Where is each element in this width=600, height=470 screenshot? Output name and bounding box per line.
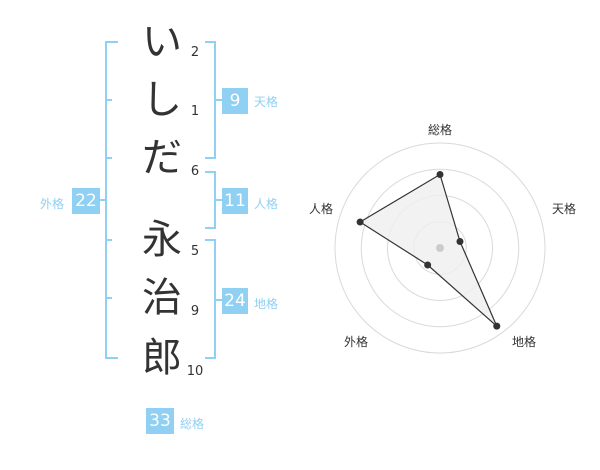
radar-point-1 [436,171,444,178]
radar-dots [356,171,501,330]
stroke-count-6: 10 [186,364,204,379]
name-char-2: し [142,77,182,123]
chikaku-label: 地格 [254,297,279,311]
radar-ring-4 [334,142,546,354]
radar-label-chikaku: 地格 [511,335,536,349]
jinkaku-bracket [205,171,222,229]
tenkaku-label: 天格 [254,95,279,109]
radar-label-tenkaku: 天格 [551,202,576,216]
stroke-count-2: 1 [190,104,200,119]
stroke-count-1: 2 [190,45,200,60]
soukaku-label: 総格 [180,417,205,431]
radar-point-2 [456,238,464,246]
chikaku-badge: 24 [222,288,248,314]
soukaku-badge: 33 [146,408,174,434]
tenkaku-badge: 9 [222,88,248,114]
jinkaku-label: 人格 [254,197,279,211]
name-char-6: 郎 [142,335,182,381]
radar-center-dot [436,244,444,252]
radar-polygon [358,173,498,327]
name-char-1: い [142,19,182,65]
chikaku-bracket [205,239,222,359]
stroke-count-4: 5 [190,244,200,259]
radar-label-gaikaku: 外格 [343,335,368,349]
radar-ring-3 [360,168,520,328]
stroke-count-5: 9 [190,304,200,319]
radar-point-3 [493,322,501,330]
stroke-count-3: 6 [190,164,200,179]
radar-label-soukaku: 総格 [427,123,452,137]
radar-label-jinkaku: 人格 [308,202,333,216]
radar-point-5 [356,218,364,226]
radar-point-4 [424,261,432,269]
name-char-4: 永 [142,217,182,263]
name-char-3: だ [142,135,182,181]
name-char-5: 治 [142,275,182,321]
jinkaku-badge: 11 [222,188,248,214]
tenkaku-bracket [205,41,222,159]
gaikaku-label: 外格 [40,197,65,211]
gaikaku-bracket [100,41,118,359]
gaikaku-badge: 22 [72,188,100,214]
